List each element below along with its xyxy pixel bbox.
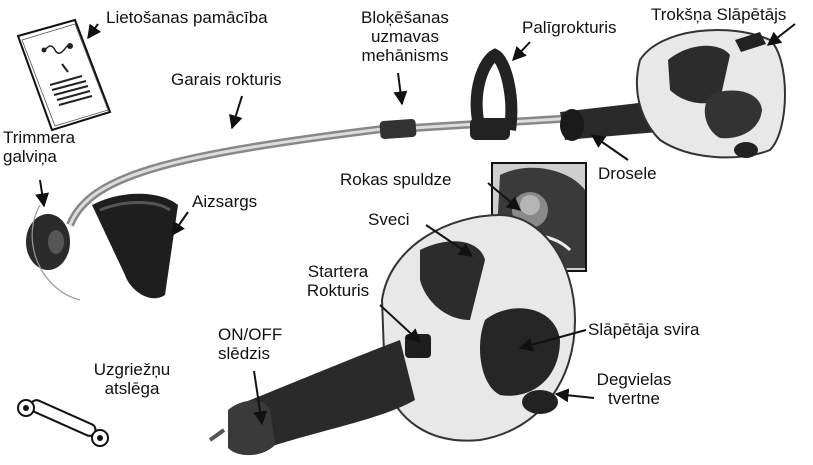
wrench-illustration	[18, 398, 108, 446]
label-muffler: Trokšņa Slāpētājs	[651, 5, 786, 24]
arrow-lock	[398, 73, 402, 104]
arrow-throttle	[592, 135, 628, 160]
manual-illustration	[18, 20, 110, 130]
label-manual: Lietošanas pamācība	[106, 8, 268, 27]
label-wrench: Uzgriežņu atslēga	[84, 360, 180, 398]
arrow-manual	[88, 24, 98, 38]
label-onoff-switch: ON/OFF slēdzis	[218, 325, 282, 363]
label-fuel-tank: Degvielas tvertne	[590, 370, 678, 408]
label-throttle: Drosele	[598, 164, 657, 183]
label-starter-handle: Startera Rokturis	[288, 262, 388, 300]
label-long-handle: Garais rokturis	[171, 70, 282, 89]
arrow-fuel	[556, 394, 594, 398]
arrow-muffler	[768, 24, 795, 45]
arrow-long-handle	[232, 96, 242, 128]
label-lock-mechanism: Bloķēšanas uzmavas mehānisms	[350, 8, 460, 65]
label-primer: Rokas spuldze	[340, 170, 452, 189]
label-aux-handle: Palīgrokturis	[522, 18, 616, 37]
label-spark-plug: Sveci	[368, 210, 410, 229]
label-guard: Aizsargs	[192, 192, 257, 211]
label-trimmer-head: Trimmera galviņa	[3, 128, 75, 166]
arrow-aux-handle	[513, 42, 530, 60]
arrow-trimmer-head	[40, 180, 44, 206]
label-choke-lever: Slāpētāja svira	[588, 320, 700, 339]
